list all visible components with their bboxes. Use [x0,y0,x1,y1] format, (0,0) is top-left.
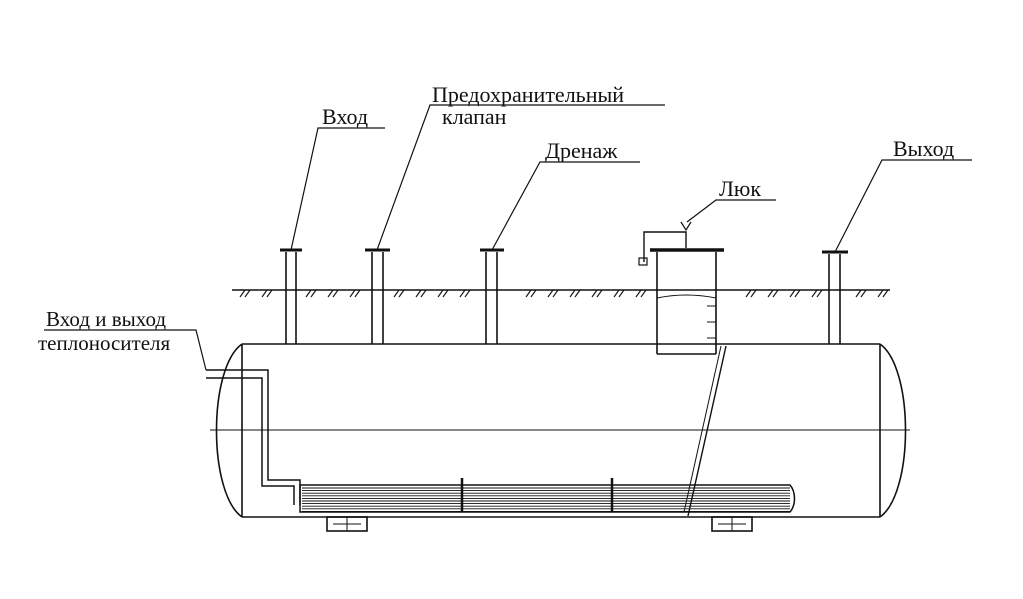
label-safety-valve-1: Предохранительный [432,82,624,107]
outlet-pipe [822,250,848,344]
label-heat-carrier-2: теплоносителя [38,331,171,355]
label-outlet: Выход [893,136,954,161]
inlet-pipe [280,248,302,344]
label-safety-valve-2: клапан [442,104,507,129]
label-drain: Дренаж [545,138,618,163]
drain-pipe [480,248,504,344]
label-hatch: Люк [719,176,761,201]
label-heat-carrier-1: Вход и выход [46,307,166,331]
internal-rod [683,345,727,517]
labels: Вход Предохранительный клапан Дренаж Люк… [38,82,954,355]
ground-line [232,289,890,298]
tank-support-right [711,516,753,532]
tank-support-left [326,516,368,532]
safety-valve-pipe [365,248,390,344]
leader-lines [44,104,972,371]
heating-coil [299,478,796,513]
label-inlet: Вход [322,104,368,129]
manhole [638,221,724,355]
